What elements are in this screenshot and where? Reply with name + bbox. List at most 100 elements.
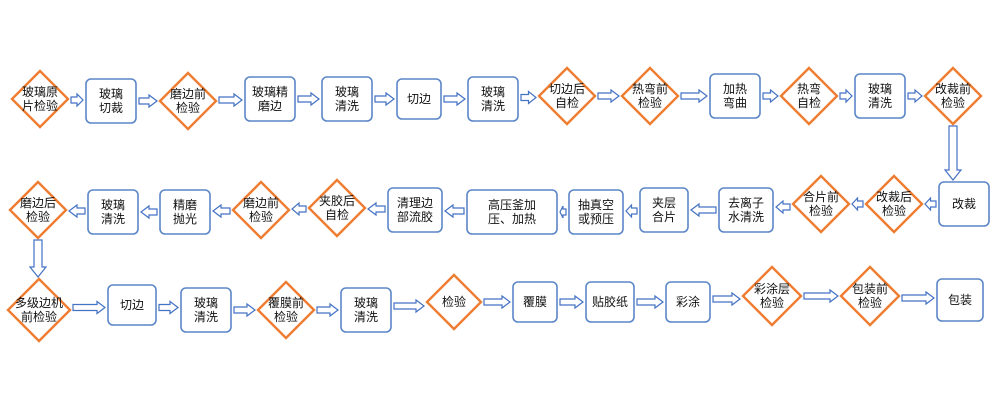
step-label: 玻璃: [481, 85, 505, 99]
inspection-diamond: [6, 277, 72, 343]
flow-arrow: [444, 203, 465, 219]
step-label: 玻璃: [354, 296, 378, 310]
inspection-diamond: [8, 180, 68, 240]
step-label: 清理边: [397, 196, 433, 210]
process-step: 切边: [396, 78, 442, 120]
flow-arrow: [803, 288, 839, 304]
step-label: 压、加热: [488, 212, 536, 226]
step-label: 合片: [652, 209, 676, 224]
step-label: 改裁前: [935, 81, 971, 96]
flow-arrow: [839, 88, 853, 104]
step-label: 夹层: [652, 196, 676, 210]
inspection-diamond: [839, 265, 901, 327]
process-step: 贴胶纸: [585, 281, 635, 323]
process-box: [568, 189, 624, 235]
flow-arrow: [291, 201, 307, 217]
step-label: 磨边前: [243, 195, 279, 210]
step-label: 加热: [723, 82, 747, 96]
process-step: 覆膜: [512, 281, 558, 323]
flow-arrow: [72, 300, 106, 315]
flow-arrow: [559, 294, 584, 310]
flow-arrow: [924, 196, 937, 212]
step-label: 清洗: [868, 96, 892, 110]
step-label: 清洗: [354, 310, 378, 324]
process-box: [321, 76, 373, 122]
inspection-diamond: [620, 66, 680, 126]
flow-arrow: [851, 196, 864, 212]
step-label: 磨边后: [20, 196, 56, 210]
step-label: 合片前: [803, 189, 839, 204]
process-box: [244, 76, 296, 122]
flow-arrow: [520, 90, 537, 105]
flow-arrow: [138, 93, 158, 109]
step-label: 清洗: [481, 99, 505, 113]
step-label: 前检验: [21, 309, 57, 324]
step-label: 检验: [176, 100, 200, 115]
step-label: 去离子: [728, 195, 764, 210]
process-box: [854, 73, 906, 119]
step-label: 包装: [948, 293, 972, 307]
step-label: 高压釜加: [488, 197, 536, 212]
process-step: 切边: [107, 284, 157, 326]
process-box: [709, 73, 761, 119]
process-box: [512, 281, 558, 323]
process-box: [396, 78, 442, 120]
process-step: 改裁: [938, 181, 990, 227]
inspection-diamond: [864, 174, 924, 234]
flow-arrow: [393, 298, 425, 314]
flow-arrow: [218, 92, 243, 108]
inspection-step: 检验: [425, 273, 483, 331]
flow-arrow-down: [28, 239, 48, 278]
process-step: 包装: [936, 278, 984, 322]
flow-arrow: [158, 300, 179, 315]
process-box: [159, 189, 211, 235]
step-label: 磨边前: [170, 86, 206, 101]
flow-arrow: [297, 91, 320, 107]
flow-arrow: [443, 91, 466, 107]
flow-arrow: [901, 290, 935, 306]
process-box: [87, 189, 139, 235]
flow-arrow-down: [943, 125, 963, 181]
process-box: [718, 187, 774, 233]
step-label: 包装前: [852, 281, 888, 296]
step-label: 热弯: [797, 81, 821, 96]
flow-arrow: [625, 203, 638, 219]
step-label: 自检: [797, 95, 821, 110]
flow-arrow: [559, 205, 567, 219]
process-box: [665, 281, 711, 323]
inspection-diamond: [231, 180, 291, 240]
step-label: 或预压: [578, 212, 614, 226]
process-box: [85, 78, 137, 124]
step-label: 检验: [882, 203, 906, 218]
process-box: [585, 281, 635, 323]
flow-arrow: [140, 204, 158, 220]
step-label: 检验: [858, 295, 882, 310]
step-label: 抛光: [173, 211, 197, 226]
step-label: 覆膜前: [268, 295, 304, 310]
process-box: [340, 287, 392, 333]
process-box: [180, 287, 232, 333]
flow-arrow: [367, 201, 386, 217]
process-box: [107, 284, 157, 326]
step-label: 贴胶纸: [592, 294, 628, 309]
process-box: [936, 278, 984, 322]
